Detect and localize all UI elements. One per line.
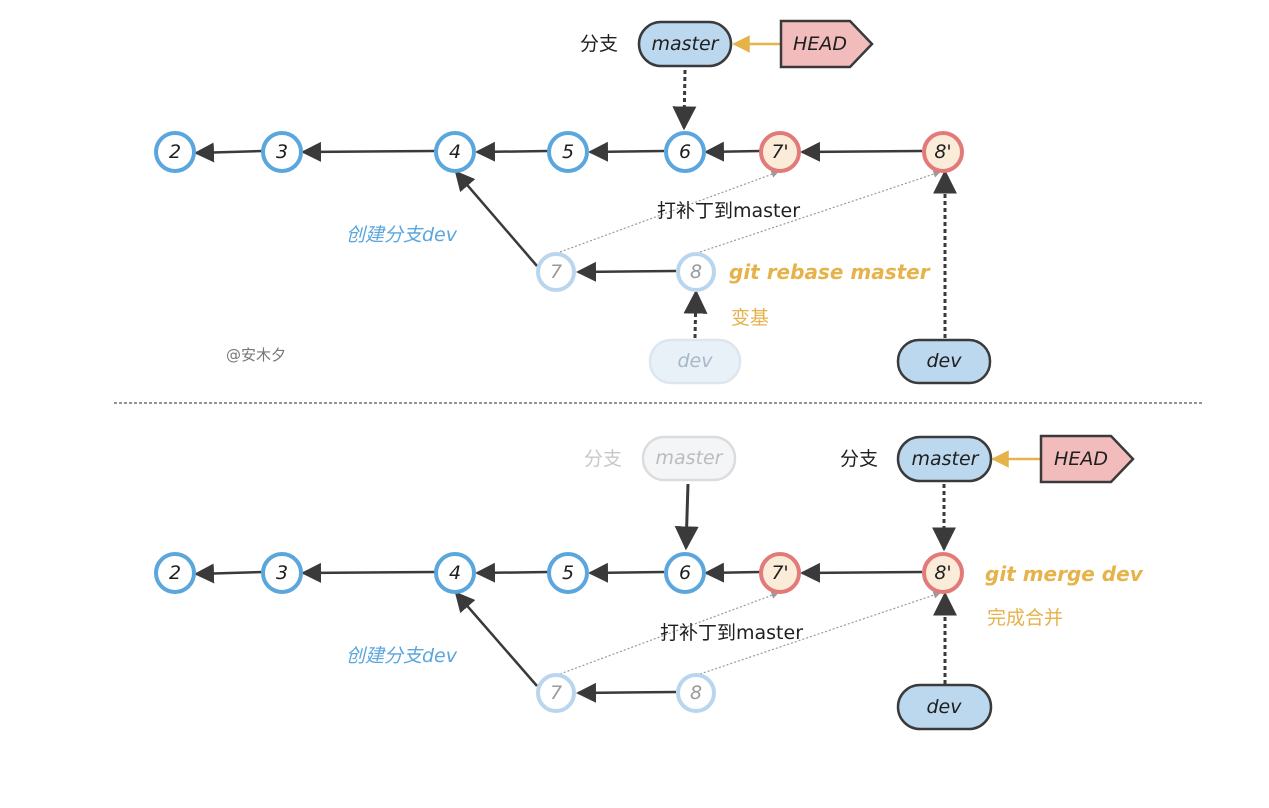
commit-node bbox=[261, 552, 303, 594]
commit-label: 2 bbox=[169, 141, 181, 163]
commit-node bbox=[547, 552, 589, 594]
commit-label: 4 bbox=[449, 141, 461, 163]
commit-node bbox=[434, 131, 476, 173]
dev-branch-label: dev bbox=[927, 350, 963, 372]
patch-note: 打补丁到master bbox=[657, 200, 800, 222]
edge-7p-6 bbox=[704, 562, 761, 583]
head-tag bbox=[779, 19, 874, 69]
top-panel: master 分支 HEAD 2 3 4 5 6 7' 8' 7 8 创建分支d… bbox=[154, 19, 992, 385]
edge-8p-7p bbox=[800, 141, 923, 162]
commit-label: 3 bbox=[276, 562, 288, 584]
commit-label: 2 bbox=[169, 562, 181, 584]
head-label: HEAD bbox=[793, 33, 847, 55]
edge-7-4 bbox=[454, 591, 538, 687]
commit-label: 8' bbox=[934, 141, 951, 163]
patch-note: 打补丁到master bbox=[660, 622, 803, 644]
branch-label: 分支 bbox=[580, 33, 618, 55]
master-branch-pill bbox=[896, 435, 993, 483]
commit-node-rebased bbox=[759, 131, 801, 173]
head-label: HEAD bbox=[1054, 448, 1108, 470]
commit-node bbox=[261, 131, 303, 173]
edge-6-5 bbox=[588, 141, 665, 162]
commit-node-rebased bbox=[922, 131, 964, 173]
commit-node bbox=[434, 552, 476, 594]
commit-label: 5 bbox=[562, 562, 574, 584]
dev-branch-pill bbox=[896, 338, 992, 385]
commit-node-rebased bbox=[922, 552, 964, 594]
create-branch-note: 创建分支dev bbox=[346, 224, 458, 246]
edge-5-4 bbox=[475, 141, 549, 162]
commit-node bbox=[154, 552, 196, 594]
edge-6-5 bbox=[588, 562, 665, 583]
commit-label: 7' bbox=[771, 141, 788, 163]
commit-node bbox=[664, 131, 706, 173]
master-branch-label: master bbox=[911, 448, 979, 470]
branch-label: 分支 bbox=[840, 448, 878, 470]
create-branch-note: 创建分支dev bbox=[346, 645, 458, 667]
old-commit-node bbox=[676, 252, 716, 292]
commit-label: 8' bbox=[934, 562, 951, 584]
old-commit-label: 7 bbox=[550, 261, 562, 283]
commit-label: 7' bbox=[771, 562, 788, 584]
rebase-note: 变基 bbox=[731, 307, 769, 329]
old-commit-node bbox=[676, 673, 716, 713]
master-branch-label: master bbox=[651, 33, 719, 55]
old-dev-label: dev bbox=[678, 350, 714, 372]
commit-label: 4 bbox=[449, 562, 461, 584]
old-dev-pill bbox=[648, 338, 742, 385]
old-master-pill bbox=[641, 435, 737, 482]
bottom-panel: 分支 master 分支 master HEAD 2 3 4 5 6 7' 8'… bbox=[154, 434, 1144, 731]
edge-3-2 bbox=[194, 563, 264, 584]
edge-5-4 bbox=[475, 562, 549, 583]
edge-4-3 bbox=[301, 562, 436, 583]
old-master-pointer bbox=[674, 483, 699, 551]
head-tag bbox=[1039, 434, 1135, 484]
old-branch-label: 分支 bbox=[584, 448, 622, 470]
merge-note: 完成合并 bbox=[987, 607, 1063, 629]
rebase-command: git rebase master bbox=[729, 260, 931, 284]
edge-4-3 bbox=[301, 141, 436, 162]
old-commit-label: 7 bbox=[550, 682, 562, 704]
old-dev-pointer bbox=[683, 289, 708, 339]
old-commit-node bbox=[536, 252, 576, 292]
commit-label: 3 bbox=[276, 141, 288, 163]
old-commit-node bbox=[536, 673, 576, 713]
commit-node bbox=[547, 131, 589, 173]
master-pointer bbox=[672, 69, 697, 131]
edge-3-2 bbox=[194, 142, 264, 163]
patch-line-7 bbox=[559, 170, 779, 253]
commit-label: 6 bbox=[679, 141, 691, 163]
edge-8-7 bbox=[576, 682, 677, 703]
dev-branch-label: dev bbox=[927, 696, 963, 718]
commit-label: 6 bbox=[679, 562, 691, 584]
old-commit-label: 8 bbox=[690, 682, 702, 704]
master-branch-pill bbox=[637, 20, 733, 68]
watermark: @安木夕 bbox=[226, 346, 286, 364]
commit-label: 5 bbox=[562, 141, 574, 163]
merge-command: git merge dev bbox=[985, 562, 1144, 586]
commit-node-rebased bbox=[759, 552, 801, 594]
edge-7-4 bbox=[454, 170, 538, 267]
edge-7p-6 bbox=[704, 141, 761, 162]
edge-8-7 bbox=[576, 261, 677, 282]
edge-8p-7p bbox=[800, 562, 923, 583]
patch-line-7 bbox=[559, 591, 779, 675]
old-commit-label: 8 bbox=[690, 261, 702, 283]
dev-branch-pill bbox=[896, 683, 993, 731]
commit-node bbox=[154, 131, 196, 173]
old-master-label: master bbox=[655, 447, 723, 469]
commit-node bbox=[664, 552, 706, 594]
